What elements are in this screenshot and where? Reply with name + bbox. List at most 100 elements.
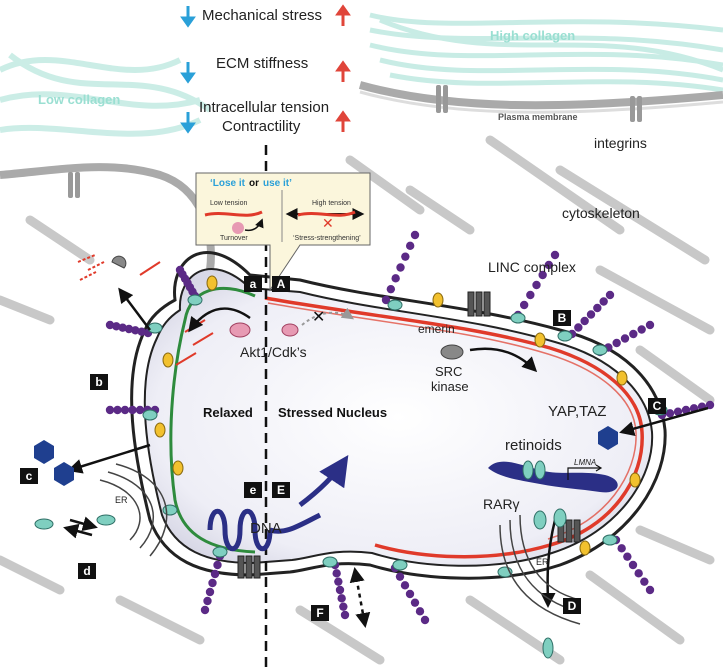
yap-taz-label: YAP,TAZ — [548, 403, 606, 420]
linc-chain-bead — [526, 290, 535, 300]
akt1-dotted-arrow — [301, 307, 354, 326]
plasma-membrane-label: Plasma membrane — [498, 112, 578, 122]
linc-chain-bead — [629, 329, 638, 339]
linc-chain-bead — [586, 310, 596, 319]
linc-chain-bead — [118, 323, 127, 332]
high-collagen-label: High collagen — [490, 28, 575, 43]
relaxed-label: Relaxed — [203, 405, 253, 420]
linc-chain-bead — [175, 265, 185, 275]
svg-text:✕: ✕ — [322, 215, 334, 231]
linc-chain-bead — [617, 544, 626, 553]
linc-chain-bead — [420, 615, 430, 625]
svg-text:a: a — [250, 277, 257, 291]
linc-chain-bead — [112, 322, 121, 331]
svg-text:d: d — [83, 564, 90, 578]
linc-chain-bead — [381, 295, 391, 305]
akt1-cdk-particle — [281, 323, 299, 337]
inset-stress-strengthening: ‘Stress-strengthening’ — [293, 235, 361, 242]
linc-chain-bead — [410, 230, 420, 240]
er-right-label: ER — [536, 557, 549, 567]
tag-d: d — [78, 563, 96, 579]
linc-chain-bead — [113, 405, 122, 415]
linc-chain-bead — [580, 316, 589, 326]
linc-chain-bead — [637, 325, 646, 334]
linc-chain-bead — [415, 607, 425, 616]
linc-chain-bead — [634, 569, 643, 578]
svg-text:B: B — [558, 311, 567, 325]
inset-box: ✕ — [195, 172, 371, 292]
linc-chain-bead — [640, 577, 649, 586]
tag-D: D — [563, 598, 581, 614]
linc-chain-bead — [203, 596, 212, 606]
dna-label: DNA — [250, 520, 282, 537]
stressed-nucleus-label: Stressed Nucleus — [278, 405, 387, 420]
svg-text:✕: ✕ — [312, 309, 325, 326]
linc-chain-bead — [574, 323, 583, 332]
svg-text:C: C — [653, 399, 662, 413]
linc-chain-bead — [137, 327, 146, 336]
linc-chain-bead — [213, 560, 222, 570]
linc-chain-bead — [673, 407, 683, 416]
src-kinase-label-1: SRC — [435, 364, 462, 379]
contractility-label: Contractility — [222, 118, 301, 135]
linc-chain-bead — [405, 241, 415, 251]
lamina-relaxed — [169, 287, 256, 554]
linc-chain-bead — [645, 585, 655, 595]
linc-chain-bead — [135, 405, 145, 415]
akt1-cdks-label: Akt1/Cdk’s — [240, 344, 307, 360]
svg-text:c: c — [26, 469, 33, 483]
linc-chain-bead — [105, 405, 115, 415]
ecm-stiffness-label: ECM stiffness — [216, 55, 308, 72]
tag-A: A — [272, 276, 290, 292]
inset-turnover: Turnover — [220, 235, 248, 242]
lmna-label: LMNA — [574, 458, 596, 467]
linc-chain-bead — [593, 303, 602, 313]
svg-text:E: E — [277, 483, 285, 497]
linc-chain-bead — [681, 405, 691, 415]
svg-text:F: F — [316, 606, 323, 620]
linc-chain-bead — [401, 252, 410, 261]
akt1-cdk-particle — [229, 322, 251, 338]
linc-complex-label: LINC complex — [488, 259, 576, 275]
svg-text:b: b — [95, 375, 102, 389]
linc-chain-bead — [532, 280, 541, 290]
header-indicator-arrows — [180, 4, 351, 134]
linc-chain-bead — [210, 569, 220, 579]
low-collagen-fibres — [0, 52, 212, 137]
linc-chain-bead — [335, 585, 345, 595]
linc-chain-bead — [131, 326, 140, 335]
mechanical-stress-label: Mechanical stress — [202, 7, 322, 24]
linc-chain-bead — [400, 581, 410, 590]
nuclear-pore-icon — [237, 291, 581, 579]
linc-chain-bead — [538, 270, 547, 280]
linc-chain-bead — [105, 320, 115, 330]
linc-chain-bead — [705, 400, 715, 410]
er-left-label: ER — [115, 495, 128, 505]
linc-chain-bead — [620, 334, 630, 343]
linc-chain-bead — [332, 569, 341, 578]
hexagon-protein-icon — [34, 426, 618, 486]
emerin-proteins — [154, 275, 641, 556]
linc-chain-bead — [628, 560, 638, 570]
plasma-membrane-right — [358, 81, 723, 110]
rar-gamma-label: RARγ — [483, 496, 520, 512]
er-membrane-left — [99, 463, 168, 557]
tag-B: B — [553, 310, 571, 326]
linc-chain-bead — [405, 589, 415, 599]
cytoskeleton-label: cytoskeleton — [562, 205, 640, 221]
black-arrows — [63, 287, 709, 628]
tag-c: c — [20, 468, 38, 484]
inset-low-tension: Low tension — [210, 200, 247, 207]
linc-chain-bead — [605, 290, 615, 300]
linc-chain-bead — [519, 300, 529, 310]
svg-text:e: e — [250, 483, 257, 497]
linc-chain-bead — [205, 587, 215, 597]
linc-chain-bead — [386, 284, 396, 294]
dna-coil — [207, 455, 349, 552]
linc-chain-bead — [124, 324, 134, 334]
tag-e: e — [244, 482, 262, 498]
src-kinase-particle — [440, 344, 464, 360]
linc-chain-bead — [550, 250, 560, 260]
lmna-gene-marker — [567, 464, 603, 480]
